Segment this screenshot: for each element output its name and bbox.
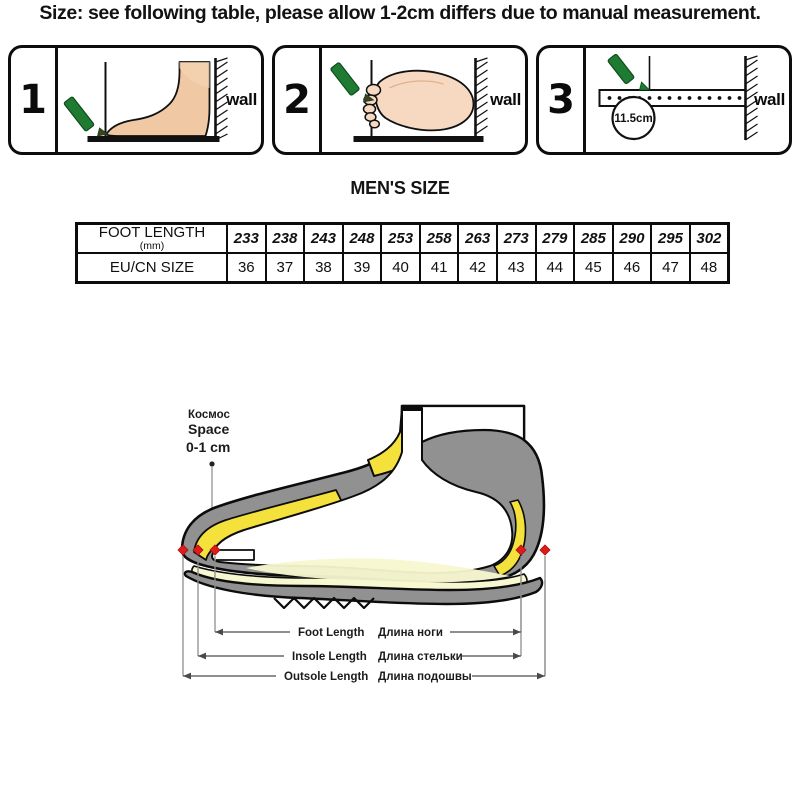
- eu-size-cell-2: 38: [303, 252, 344, 284]
- dim-outsole-length-ru: Длина подошвы: [378, 671, 472, 683]
- wall-label-2: wall: [490, 90, 521, 109]
- row-label-eu-cn-size: EU/CN SIZE: [75, 252, 228, 284]
- foot-length-cell-10: 290: [611, 222, 653, 254]
- space-note-line2: Space: [188, 421, 229, 437]
- outsole-gray: [183, 570, 544, 606]
- wall-label-1: wall: [226, 90, 257, 109]
- foot-length-cell-7: 273: [495, 222, 537, 254]
- toe-gap-notch: [216, 549, 255, 561]
- dimension-row-outsole-length: Outsole Length Длина подошвы: [183, 671, 545, 683]
- measurement-steps-row: 1: [8, 45, 792, 155]
- step-number-cell-1: 1: [11, 48, 58, 152]
- eu-size-cell-0: 36: [226, 252, 267, 284]
- step-illustration-1: wall: [58, 48, 261, 152]
- foot-length-cell-4: 253: [380, 222, 421, 254]
- foot-length-cell-6: 263: [457, 222, 498, 254]
- dimension-row-insole-length: Insole Length Длина стельки: [198, 651, 521, 663]
- step-number-2: 2: [283, 77, 311, 123]
- space-leader-dot: [209, 461, 215, 467]
- outsole-tread-zigzag: [273, 596, 375, 610]
- eu-size-cell-8: 44: [534, 252, 576, 284]
- foot-length-cell-2: 243: [303, 222, 344, 254]
- step-number-cell-2: 2: [275, 48, 322, 152]
- foot-bed-shading: [246, 558, 510, 583]
- heel-lining-yellow: [493, 499, 527, 577]
- eu-size-cell-5: 41: [418, 252, 460, 284]
- step-box-2: 2: [272, 45, 528, 155]
- dim-foot-length-ru: Длина ноги: [378, 627, 443, 639]
- eu-size-cell-4: 40: [380, 252, 421, 284]
- eu-size-cell-6: 42: [457, 252, 498, 284]
- pencil-icon: [63, 96, 109, 137]
- foot-length-cell-0: 233: [226, 222, 267, 254]
- space-note-line3: 0-1 cm: [186, 439, 230, 455]
- magnifier-reading: 11.5cm: [614, 113, 652, 125]
- size-table-title: MEN'S SIZE: [350, 178, 450, 198]
- step-number-cell-3: 3: [539, 48, 586, 152]
- ruler-measure-icon: 11.5cm: [598, 54, 758, 141]
- marker-foot-toe: [209, 544, 221, 556]
- marker-outsole-heel: [539, 544, 551, 556]
- dim-insole-length-en: Insole Length: [292, 651, 367, 663]
- foot-length-cell-11: 295: [650, 222, 691, 254]
- step-number-1: 1: [19, 77, 47, 123]
- eu-size-cell-1: 37: [264, 252, 306, 284]
- foot-top-view-icon: [330, 57, 488, 142]
- eu-size-cell-9: 45: [573, 252, 614, 284]
- foot-length-cell-3: 248: [341, 222, 383, 254]
- eu-size-cell-3: 39: [341, 252, 383, 284]
- page-headline: Size: see following table, please allow …: [39, 2, 761, 24]
- pencil-icon: [607, 54, 651, 91]
- eu-size-cell-11: 47: [650, 252, 691, 284]
- measurement-markers: [177, 544, 551, 556]
- foot-length-cell-1: 238: [264, 222, 306, 254]
- marker-insole-toe: [192, 544, 204, 556]
- space-note-line1: Космос: [188, 409, 231, 421]
- step-box-1: 1: [8, 45, 264, 155]
- foot-length-cell-5: 258: [418, 222, 460, 254]
- dim-foot-length-en: Foot Length: [298, 627, 364, 639]
- eu-size-cell-10: 46: [611, 252, 653, 284]
- step-illustration-3: 11.5cm wall: [586, 48, 789, 152]
- dim-outsole-length-en: Outsole Length: [284, 671, 368, 683]
- shoe-cross-section-diagram: Космос Space 0-1 cm: [150, 380, 670, 710]
- eu-size-cell-12: 48: [688, 252, 730, 284]
- step-illustration-2: wall: [322, 48, 525, 152]
- pencil-icon: [330, 62, 375, 103]
- row-label-unit: (mm): [139, 239, 165, 252]
- step-box-3: 3: [536, 45, 792, 155]
- wall-label-3: wall: [754, 90, 785, 109]
- foot-length-cell-8: 279: [534, 222, 576, 254]
- foot-length-cell-9: 285: [573, 222, 614, 254]
- dim-insole-length-ru: Длина стельки: [378, 651, 463, 663]
- row-label-foot-length: FOOT LENGTH(mm): [75, 222, 228, 254]
- foot-length-cell-12: 302: [688, 222, 730, 254]
- step-number-3: 3: [547, 77, 575, 123]
- eu-size-cell-7: 43: [495, 252, 537, 284]
- foot-side-view-icon: [63, 57, 228, 142]
- marker-foot-heel: [515, 544, 527, 556]
- dimension-row-foot-length: Foot Length Длина ноги: [215, 627, 521, 639]
- marker-outsole-toe: [177, 544, 189, 556]
- shoe-diagram-svg: Космос Space 0-1 cm: [177, 404, 551, 683]
